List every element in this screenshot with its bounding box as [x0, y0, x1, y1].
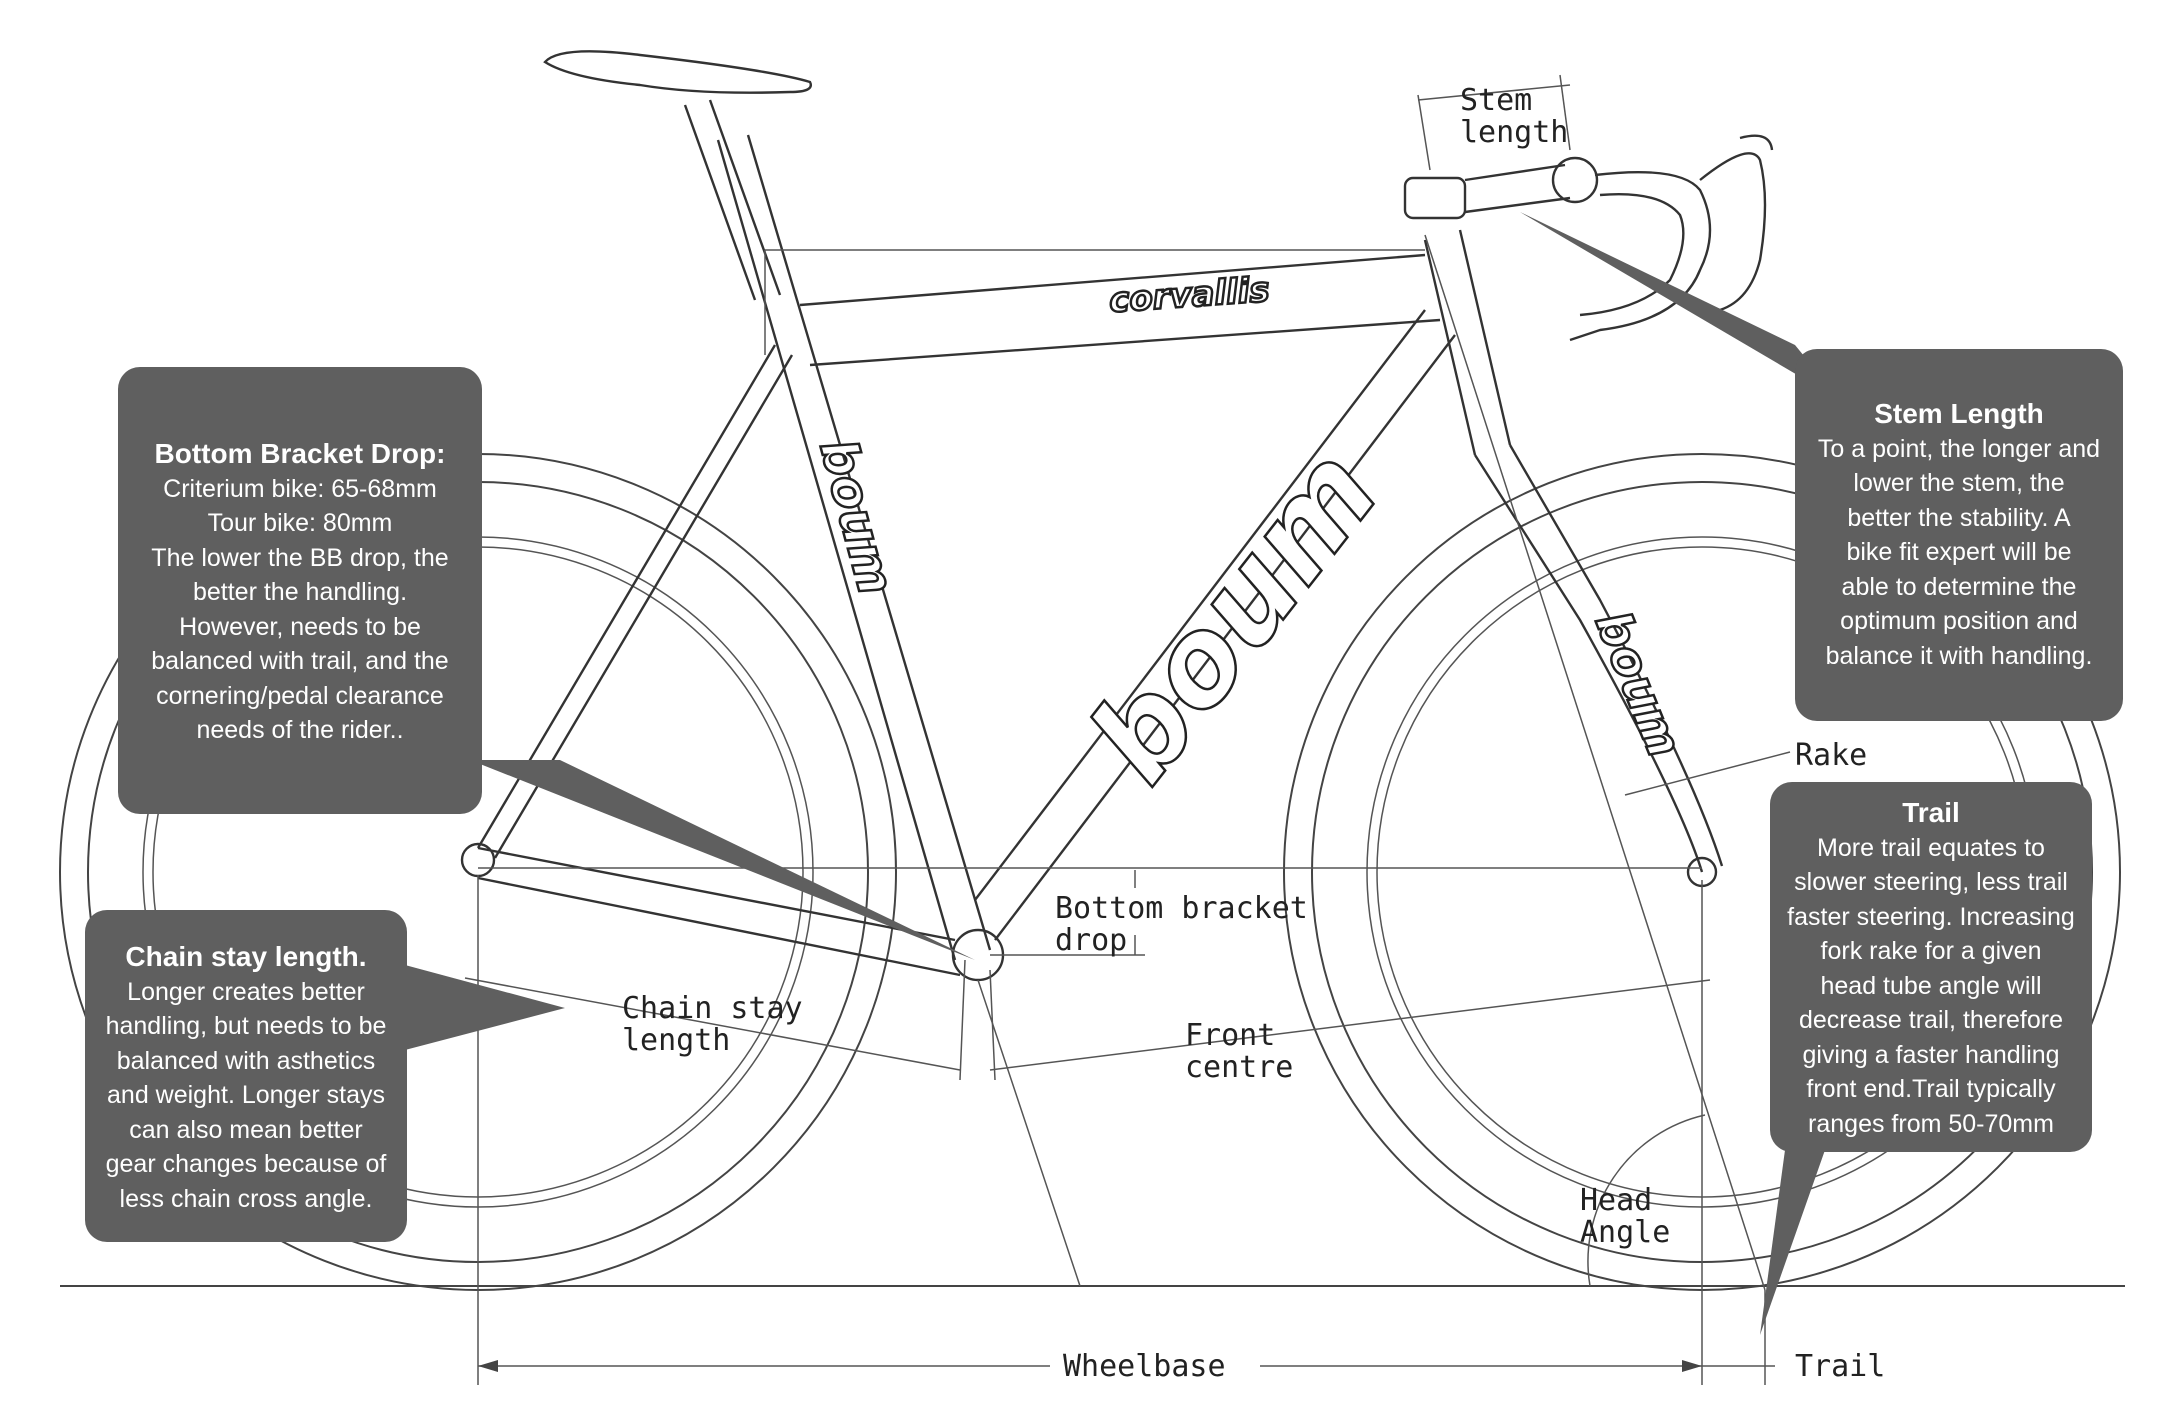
- stem-length-body: To a point, the longer and lower the ste…: [1817, 434, 2101, 670]
- chain-stay-pointer: [405, 965, 565, 1050]
- stem-length-title: Stem Length: [1874, 398, 2044, 429]
- bb-drop-title: Bottom Bracket Drop:: [154, 438, 446, 469]
- trail-pointer: [1760, 1150, 1825, 1335]
- wheelbase-label: Wheelbase: [1063, 1349, 1226, 1384]
- chain-stay-title: Chain stay length.: [125, 941, 367, 972]
- trail-body: More trail equates to slower steering, l…: [1787, 833, 2075, 1138]
- trail-title: Trail: [1902, 797, 1960, 828]
- brand-fork: boum: [1584, 604, 1693, 765]
- chain-stay-callout: Chain stay length. Longer creates better…: [85, 910, 407, 1242]
- frame: [460, 99, 1724, 982]
- bb-drop-pointer: [470, 760, 975, 960]
- bb-drop-body: Criterium bike: 65-68mm Tour bike: 80mm …: [151, 474, 449, 745]
- trail-label: Trail: [1795, 1349, 1885, 1384]
- chain-stay-body: Longer creates better handling, but need…: [105, 977, 387, 1213]
- stem-pointer: [1520, 212, 1840, 400]
- rake-label: Rake: [1795, 738, 1867, 773]
- brand-toptube: corvallis: [1108, 270, 1271, 321]
- trail-callout: Trail More trail equates to slower steer…: [1770, 782, 2092, 1152]
- brand-seattube: boum: [808, 433, 905, 600]
- stem-length-callout: Stem Length To a point, the longer and l…: [1795, 349, 2123, 721]
- dimension-lines: [464, 74, 1791, 1385]
- bb-drop-callout: Bottom Bracket Drop: Criterium bike: 65-…: [118, 367, 482, 814]
- stem-handlebar: [1403, 134, 1774, 342]
- brand-downtube: boum: [1063, 424, 1406, 808]
- saddle: [543, 50, 812, 94]
